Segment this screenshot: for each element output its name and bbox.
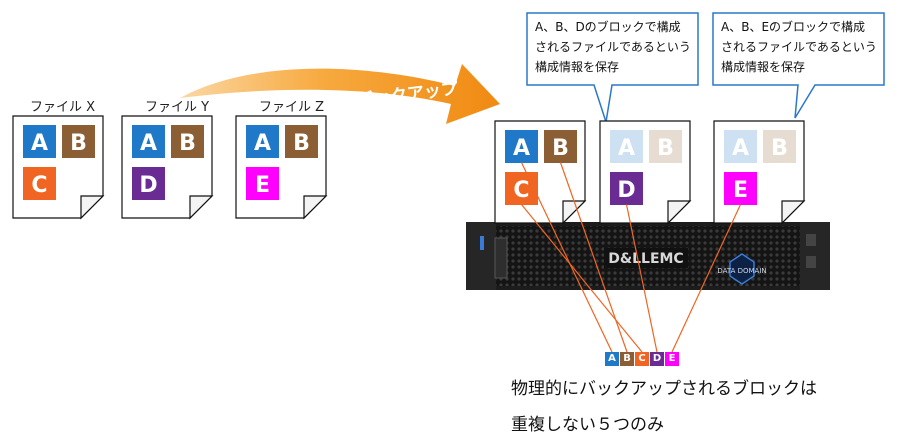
block-E [724, 172, 757, 205]
block-A [724, 130, 757, 163]
file-label-x: ファイル X [30, 100, 96, 115]
block-D-label: D [617, 178, 635, 203]
block-B [649, 130, 682, 163]
stored-block-C: C [635, 352, 649, 366]
block-B-label: B [179, 131, 196, 156]
backup-arrow [180, 64, 500, 124]
block-A [132, 125, 165, 158]
block-A-label: A [732, 136, 749, 161]
stored-block-A: A [605, 352, 619, 366]
block-C-label: C [31, 173, 47, 198]
data-domain-server: D&LLEMC DATA DOMAIN [466, 222, 830, 290]
block-A-label: A [618, 136, 635, 161]
block-B-label: B [70, 131, 87, 156]
callout-text-y: A、B、Dのブロックで構成 されるファイルであるという 構成情報を保存 [535, 20, 691, 74]
connector-A [520, 162, 613, 353]
block-A-label: A [513, 136, 530, 161]
block-A-label: A [254, 131, 271, 156]
block-A [246, 125, 279, 158]
stored-block-B: B [620, 352, 634, 366]
caption-line-2: 重複しない５つのみ [511, 415, 664, 435]
block-E-label: E [255, 173, 270, 198]
block-A [23, 125, 56, 158]
block-B-label: B [657, 136, 674, 161]
data-domain-badge [729, 253, 755, 285]
block-B [285, 125, 318, 158]
block-B [62, 125, 95, 158]
block-A-label: A [31, 131, 48, 156]
block-B [763, 130, 796, 163]
stored-block-D: D [650, 352, 664, 366]
block-D-label: D [139, 173, 157, 198]
block-C [23, 167, 56, 200]
block-B-label: B [552, 136, 569, 161]
block-B [544, 130, 577, 163]
block-A [505, 130, 538, 163]
connector-E [671, 204, 742, 353]
server-brand: D&LLEMC [608, 251, 683, 267]
server-product: DATA DOMAIN [717, 267, 766, 275]
callout-text-z: A、B、Eのブロックで構成 されるファイルであるという 構成情報を保存 [721, 20, 877, 74]
block-C [505, 172, 538, 205]
block-E-label: E [733, 178, 748, 203]
block-B-label: B [771, 136, 788, 161]
block-B [171, 125, 204, 158]
block-D [610, 172, 643, 205]
connector-D [625, 204, 658, 353]
file-label-z: ファイル Z [259, 100, 325, 115]
block-A-label: A [140, 131, 157, 156]
block-D [132, 167, 165, 200]
block-B-label: B [293, 131, 310, 156]
block-C-label: C [513, 178, 529, 203]
block-E [246, 167, 279, 200]
callout-z [712, 12, 885, 119]
callout-y [526, 12, 699, 123]
stored-block-E: E [665, 352, 679, 366]
block-A [610, 130, 643, 163]
file-label-y: ファイル Y [145, 100, 210, 115]
caption-line-1: 物理的にバックアップされるブロックは [511, 379, 817, 399]
connector-C [521, 204, 643, 353]
